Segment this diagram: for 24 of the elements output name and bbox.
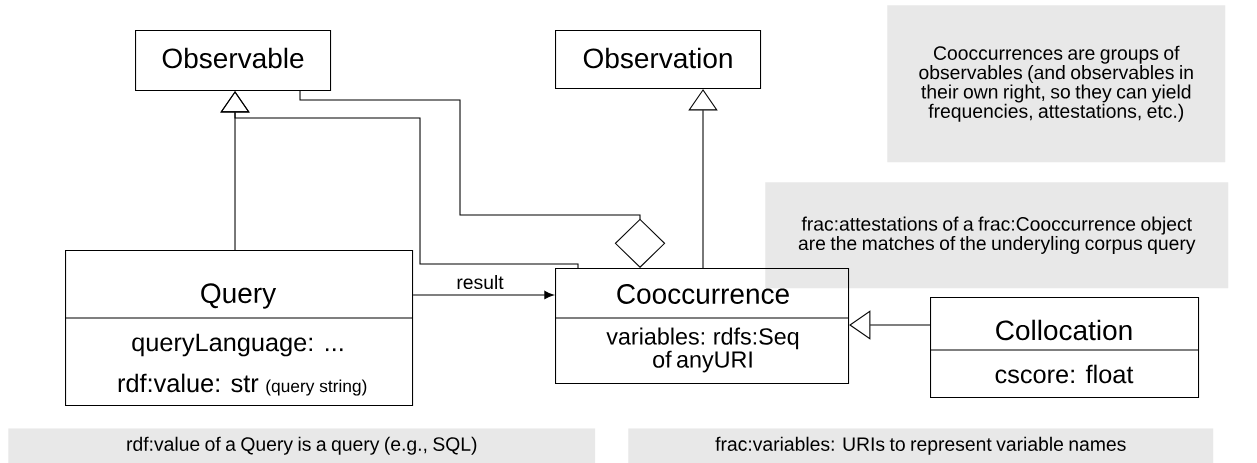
arrow bbox=[849, 310, 931, 340]
arrow bbox=[412, 290, 554, 300]
arrow bbox=[299, 90, 666, 268]
note-box: frac:attestations of a frac:Cooccurrence object are the matches of the underyling corpus query bbox=[765, 182, 1229, 289]
class-box bbox=[64, 250, 414, 407]
note-box: Cooccurrences are groups of observables (and observables in their own right, so they can yield frequencies, attestations, etc.) bbox=[887, 5, 1226, 163]
class-box bbox=[929, 297, 1200, 399]
arrow bbox=[220, 91, 579, 269]
attribute-note: (query string) bbox=[266, 379, 367, 396]
attribute-text: cscore: float bbox=[995, 364, 1134, 384]
class-box bbox=[554, 268, 850, 385]
attribute-text: queryLanguage: ... bbox=[132, 333, 343, 357]
class-name: Observable bbox=[162, 47, 304, 69]
attribute-text: rdf:value: str bbox=[118, 373, 259, 393]
class-name: Query bbox=[201, 283, 277, 309]
arrow bbox=[688, 89, 718, 269]
class-box bbox=[555, 30, 762, 90]
attribute-text: variables: rdfs:Seq of anyURI bbox=[606, 327, 799, 373]
class-name: Collocation bbox=[996, 319, 1132, 341]
note-box: rdf:value of a Query is a query (e.g., SQL) bbox=[8, 428, 596, 463]
note-box: frac:variables: URIs to represent variable names bbox=[628, 428, 1214, 463]
edge-label: result bbox=[455, 273, 505, 291]
class-box bbox=[135, 30, 332, 92]
class-name: Observation bbox=[583, 47, 732, 69]
